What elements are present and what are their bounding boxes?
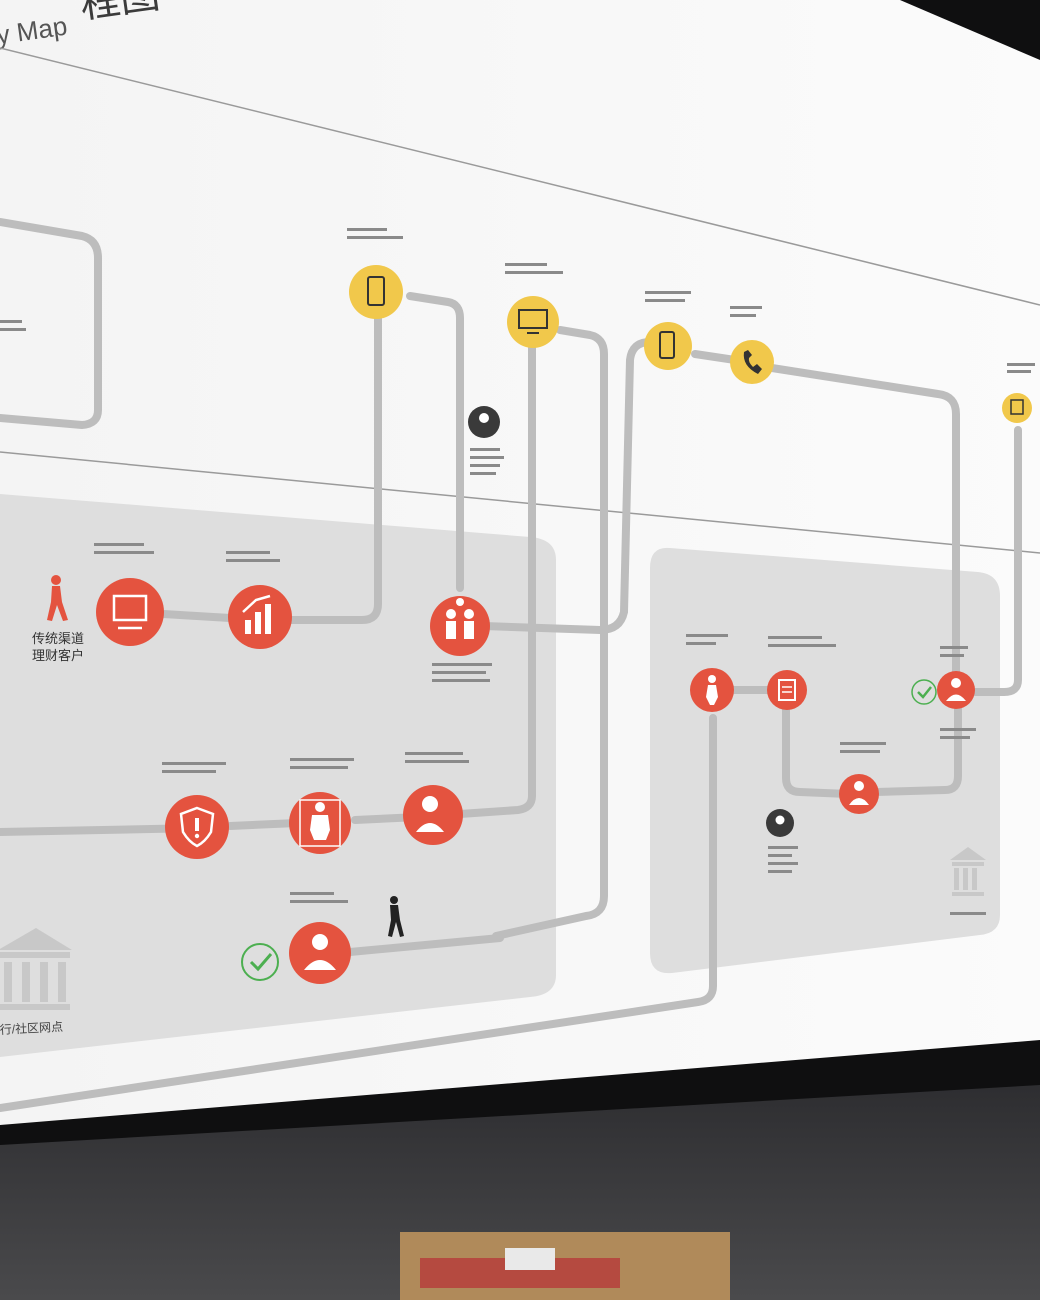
dark-person-head bbox=[479, 413, 489, 423]
traveler-icon bbox=[388, 896, 404, 937]
manager-icon bbox=[839, 774, 879, 814]
kiosk-icon bbox=[1002, 393, 1032, 423]
red-nodes bbox=[96, 578, 975, 984]
customer-label-line2: 理财客户 bbox=[32, 648, 84, 663]
check-icon bbox=[911, 679, 937, 705]
growth-chart-icon bbox=[228, 585, 292, 649]
body-scan-icon bbox=[289, 792, 351, 854]
yellow-nodes bbox=[349, 265, 1032, 423]
bank-building-icon bbox=[0, 928, 72, 1010]
customer-advisor-icon bbox=[289, 922, 351, 984]
box-label bbox=[505, 1248, 555, 1270]
handset-icon bbox=[730, 340, 774, 384]
phone-chat-icon bbox=[644, 322, 692, 370]
monitor-report-icon bbox=[96, 578, 164, 646]
desktop-money-icon bbox=[507, 296, 559, 348]
walking-person-icon bbox=[690, 668, 734, 712]
divider-line bbox=[0, 451, 1040, 554]
divider-line bbox=[0, 47, 1040, 306]
branch-label: 行/社区网点 bbox=[0, 1019, 63, 1037]
document-scan-icon bbox=[767, 670, 807, 710]
red-walker-icon bbox=[47, 575, 68, 621]
person-icon bbox=[937, 671, 975, 709]
floor-area bbox=[0, 1080, 1040, 1300]
caption-placeholders bbox=[0, 228, 1035, 915]
shield-alert-icon bbox=[165, 795, 229, 859]
bank-building-icon bbox=[950, 847, 986, 896]
advisor-icon bbox=[403, 785, 463, 845]
couple-talk-icon bbox=[430, 596, 490, 656]
mobile-money-icon bbox=[349, 265, 403, 319]
check-icon bbox=[241, 943, 279, 981]
journey-paths bbox=[0, 218, 1022, 1112]
zone-community-branch bbox=[650, 547, 1000, 974]
zone-traditional-channel bbox=[0, 494, 556, 1057]
dark-user-head bbox=[775, 815, 785, 825]
customer-label-line1: 传统渠道 bbox=[32, 631, 84, 646]
